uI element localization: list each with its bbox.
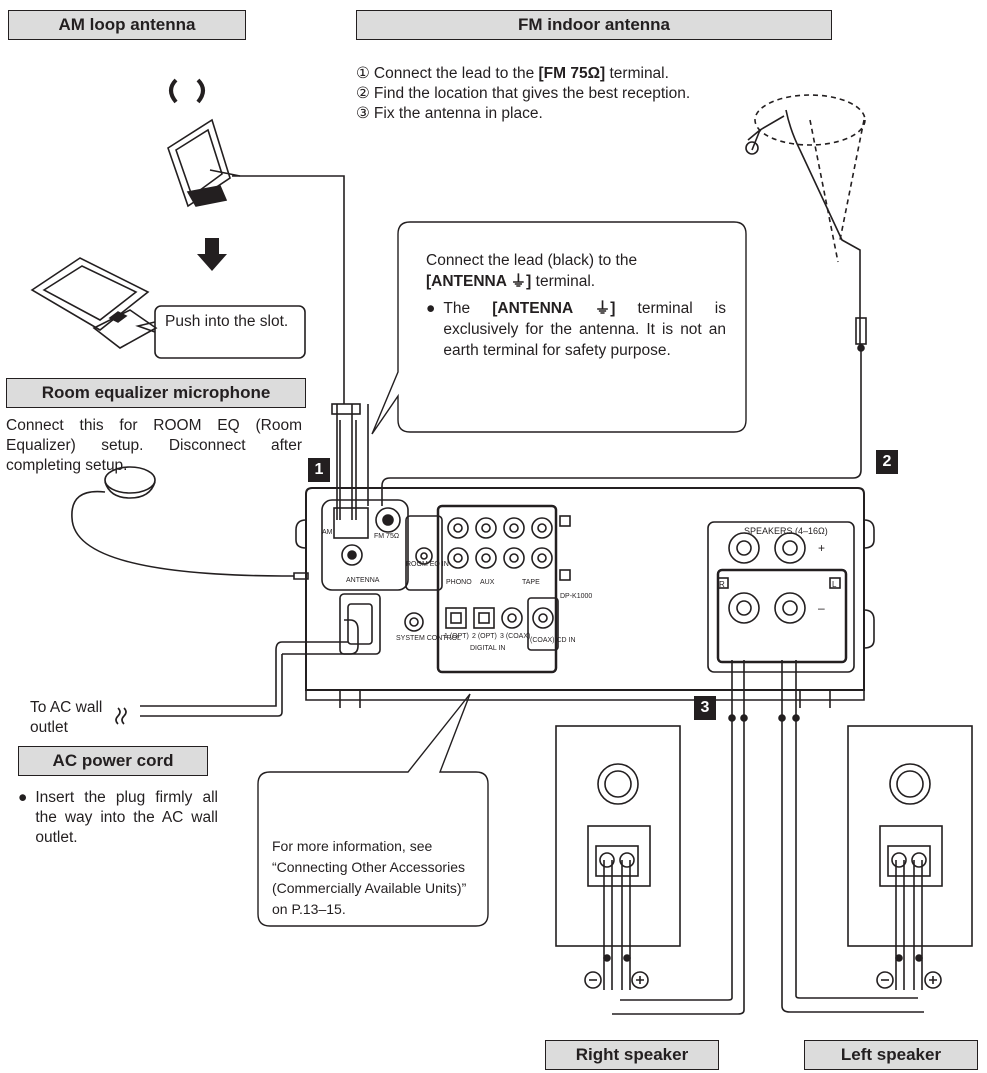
right-speaker-icon <box>555 725 681 990</box>
ac-wall-outlet-label: To AC wall outlet <box>30 699 103 736</box>
rca-jacks-group <box>447 517 553 569</box>
panel-label-phono: PHONO <box>446 579 472 586</box>
panel-label-opt1: 1 (OPT) <box>444 633 469 640</box>
step-number-2: 2 <box>876 450 898 474</box>
panel-label-minus: – <box>818 601 825 615</box>
panel-label-am: AM <box>322 529 333 536</box>
fm-antenna-icon <box>785 109 861 350</box>
header-room-equalizer-microphone: Room equalizer microphone <box>6 378 306 408</box>
panel-label-system-control: SYSTEM CONTROL <box>396 635 461 642</box>
panel-label-plus: + <box>818 541 825 555</box>
panel-label-aux: AUX <box>480 579 495 586</box>
step-number-3: 3 <box>694 696 716 720</box>
step-number-1: 1 <box>308 458 330 482</box>
rotate-arrows-icon <box>169 78 205 104</box>
panel-label-coax-cd: (COAX) CD IN <box>530 637 576 644</box>
antenna-callout-text: Connect the lead (black) to the [ANTENNA… <box>426 252 727 359</box>
panel-label-antenna: ANTENNA <box>346 577 380 584</box>
header-left-speaker: Left speaker <box>804 1040 978 1070</box>
push-into-slot-text: Push into the slot. <box>165 313 289 330</box>
header-fm-indoor-antenna: FM indoor antenna <box>356 10 832 40</box>
am-loop-stand-icon <box>30 257 158 349</box>
panel-label-fm: FM 75Ω <box>374 533 399 540</box>
microphone-icon <box>104 466 156 494</box>
panel-label-coax3: 3 (COAX) <box>500 633 530 640</box>
header-ac-power-cord: AC power cord <box>18 746 208 776</box>
bullet-icon: ● <box>18 789 28 806</box>
bullet-icon: ● <box>426 300 436 317</box>
panel-label-speakers: SPEAKERS (4–16Ω) <box>744 526 828 536</box>
ac-cord-instruction: ● Insert the plug firmly all the way int… <box>18 789 218 846</box>
amplifier-rear-panel <box>305 487 865 691</box>
am-loop-antenna-icon <box>167 118 241 208</box>
panel-label-opt2: 2 (OPT) <box>472 633 497 640</box>
header-right-speaker: Right speaker <box>545 1040 719 1070</box>
more-info-callout-bubble <box>257 693 489 927</box>
panel-label-l: L <box>832 580 837 589</box>
panel-label-dpk: DP-K1000 <box>560 593 592 600</box>
more-info-callout-text: For more information, see “Connecting Ot… <box>272 838 467 917</box>
panel-label-r: R <box>719 580 725 589</box>
left-speaker-icon <box>847 725 973 990</box>
panel-label-room-eq: ROOM EQ IN <box>406 561 449 568</box>
panel-label-digital-in: DIGITAL IN <box>470 645 505 652</box>
down-arrow-icon <box>197 238 227 271</box>
panel-label-tape: TAPE <box>522 579 540 586</box>
room-eq-description: Connect this for ROOM EQ (Room Equalizer… <box>6 417 302 474</box>
antenna-callout-bubble <box>371 221 747 435</box>
header-am-loop-antenna: AM loop antenna <box>8 10 246 40</box>
